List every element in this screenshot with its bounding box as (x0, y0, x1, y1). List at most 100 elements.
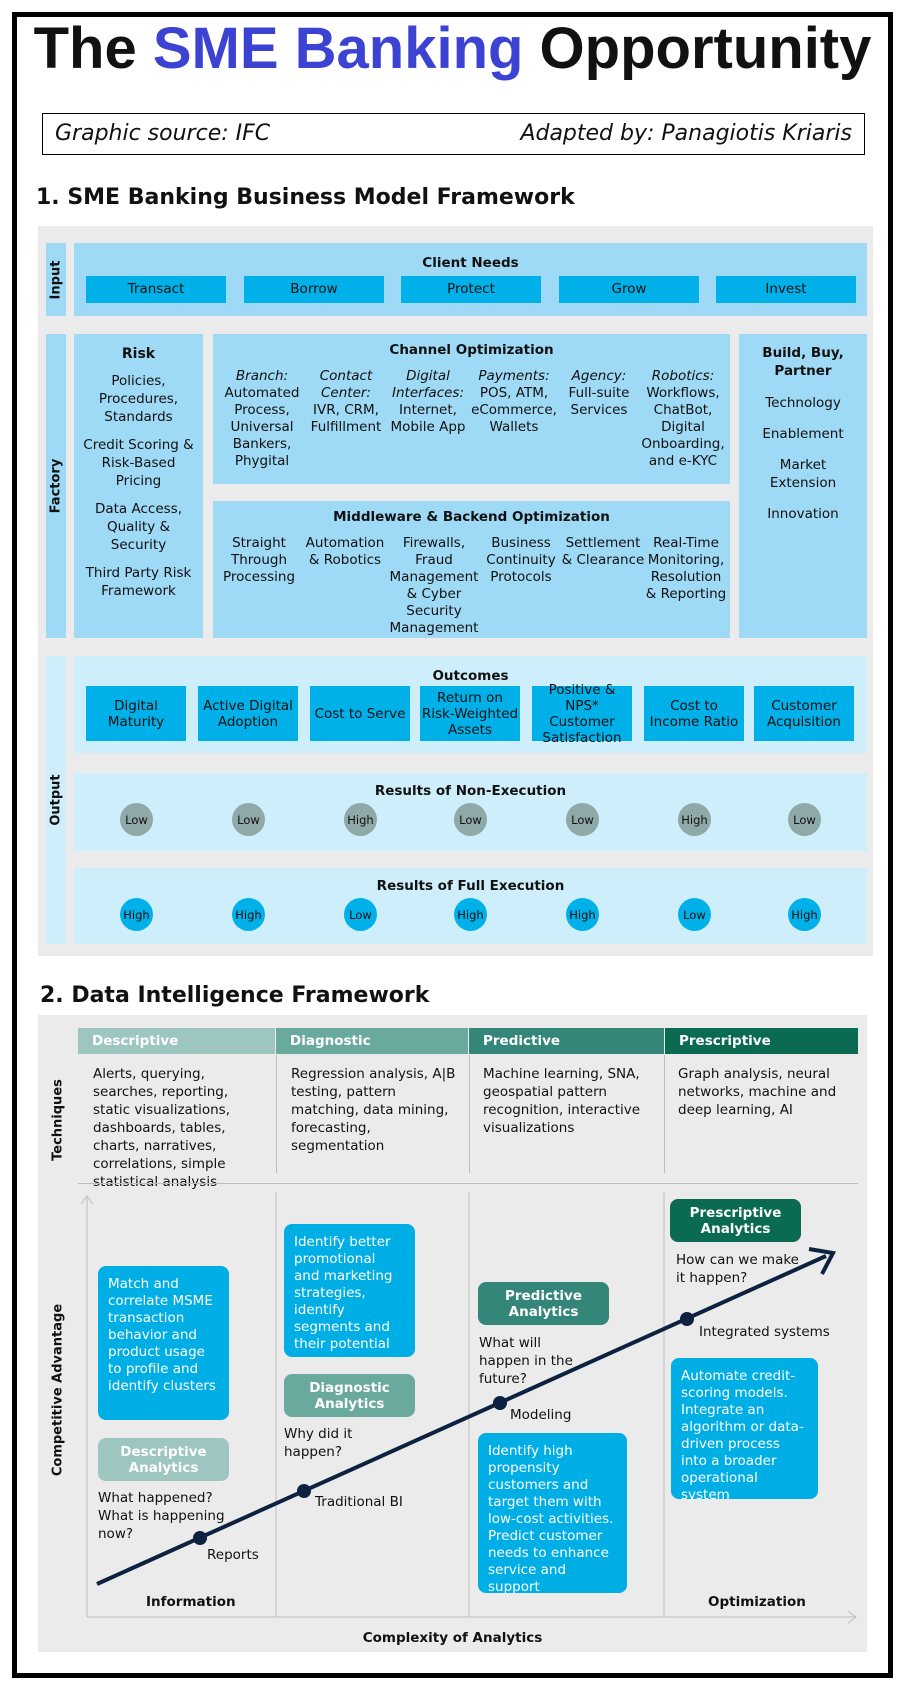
need-grow: Grow (559, 276, 699, 303)
channel-payments: Payments:POS, ATM, eCommerce, Wallets (471, 368, 557, 435)
factory-label: Factory (46, 334, 66, 638)
outcomes-box: Outcomes Digital Maturity Active Digital… (74, 656, 867, 753)
growth-line (96, 1254, 827, 1586)
full-execution-result-0: High (120, 898, 153, 931)
non-execution-result-1: Low (232, 803, 265, 836)
middleware-title: Middleware & Backend Optimization (333, 509, 610, 525)
middleware-stp: Straight Through Processing (222, 535, 296, 585)
question-descriptive: What happened? What is happening now? (98, 1490, 225, 1542)
y-axis-arrow (80, 1195, 94, 1205)
full-execution-box: Results of Full Execution High High Low Hig… (74, 868, 867, 944)
full-execution-result-3: High (454, 898, 487, 931)
milestone-traditional-bi-dot (297, 1484, 311, 1498)
question-diagnostic: Why did it happen? (284, 1426, 353, 1460)
non-execution-result-0: Low (120, 803, 153, 836)
channel-robotics: Robotics:Workflows, ChatBot, Digital Onb… (641, 368, 725, 469)
outcomes-title: Outcomes (432, 668, 509, 684)
non-execution-result-2: High (344, 803, 377, 836)
full-execution-result-4: High (566, 898, 599, 931)
risk-title: Risk (121, 346, 156, 362)
outcome-customer-acquisition: Customer Acquisition (754, 686, 854, 741)
channel-optimization-box: Channel Optimization Branch:Automated Pr… (213, 334, 730, 484)
question-prescriptive: How can we make it happen? (676, 1252, 799, 1286)
channel-title: Channel Optimization (389, 342, 554, 358)
outcome-active-digital-adoption: Active Digital Adoption (198, 686, 298, 741)
channel-branch: Branch:Automated Process, Universal Bank… (224, 368, 300, 469)
stage-diagnostic-header: Diagnostic (276, 1028, 468, 1054)
stage-descriptive-header: Descriptive (78, 1028, 275, 1054)
build-market-extension: Market Extension (769, 457, 837, 491)
risk-item-policies: Policies, Procedures, Standards (98, 373, 179, 425)
output-label: Output (46, 656, 66, 944)
outcome-digital-maturity: Digital Maturity (86, 686, 186, 741)
build-title: Build, Buy, Partner (762, 345, 844, 379)
middleware-settlement: Settlement & Clearance (561, 535, 645, 568)
techniques-predictive: Machine learning, SNA, geospatial patter… (483, 1066, 641, 1136)
techniques-diagnostic: Regression analysis, A|B testing, patter… (291, 1066, 456, 1154)
need-borrow: Borrow (244, 276, 384, 303)
outcome-cost-income: Cost to Income Ratio (644, 686, 744, 741)
card-descriptive: Match and correlate MSME transaction beh… (98, 1266, 229, 1420)
stage-predictive-header: Predictive (469, 1028, 664, 1054)
outcome-rorwa: Return on Risk-Weighted Assets (420, 686, 520, 741)
middleware-monitoring: Real-Time Monitoring, Resolution & Repor… (645, 535, 727, 602)
full-execution-result-2: Low (344, 898, 377, 931)
tag-descriptive-analytics: Descriptive Analytics (98, 1438, 229, 1481)
x-left-label: Information (146, 1594, 236, 1610)
non-execution-result-6: Low (788, 803, 821, 836)
channel-contact-center: Contact Center:IVR, CRM, Fulfillment (310, 368, 382, 435)
non-execution-result-5: High (678, 803, 711, 836)
milestone-traditional-bi: Traditional BI (315, 1494, 403, 1510)
full-execution-result-5: Low (678, 898, 711, 931)
source-box: Graphic source: IFC Adapted by: Panagiot… (42, 113, 865, 155)
graphic-source: Graphic source: IFC (55, 121, 271, 146)
milestone-modeling-dot (493, 1396, 507, 1410)
section2-title: 2. Data Intelligence Framework (40, 983, 430, 1008)
build-technology: Technology (765, 395, 841, 411)
card-predictive: Identify high propensity customers and t… (478, 1433, 627, 1595)
tag-diagnostic-analytics: Diagnostic Analytics (284, 1374, 415, 1417)
techniques-prescriptive: Graph analysis, neural networks, machine… (678, 1066, 837, 1118)
x-right-label: Optimization (708, 1594, 806, 1610)
milestone-integrated-dot (680, 1312, 694, 1326)
build-innovation: Innovation (767, 506, 839, 522)
risk-item-credit-scoring: Credit Scoring & Risk-Based Pricing (83, 437, 194, 489)
channel-digital-interfaces: Digital Interfaces:Internet, Mobile App (390, 368, 466, 435)
middleware-firewalls: Firewalls, Fraud Management & Cyber Secu… (389, 535, 479, 636)
build-buy-partner-box: Build, Buy, Partner Technology Enablemen… (739, 334, 867, 638)
tech-divider-3 (664, 1055, 665, 1173)
risk-box: Risk Policies, Procedures, Standards Cre… (74, 334, 203, 638)
channel-agency: Agency:Full-suite Services (568, 368, 630, 418)
non-execution-result-3: Low (454, 803, 487, 836)
card-diagnostic: Identify better promotional and marketin… (284, 1224, 415, 1357)
page-title: The SME Banking Opportunity (33, 16, 872, 81)
risk-item-data-access: Data Access, Quality & Security (94, 501, 183, 553)
tag-predictive-analytics: Predictive Analytics (478, 1282, 609, 1325)
x-axis-title: Complexity of Analytics (362, 1630, 543, 1646)
milestone-reports: Reports (207, 1547, 259, 1563)
stage-prescriptive-header: Prescriptive (665, 1028, 858, 1054)
card-prescriptive: Automate credit-scoring models. Integrat… (671, 1358, 818, 1503)
need-transact: Transact (86, 276, 226, 303)
section1-title: 1. SME Banking Business Model Framework (36, 185, 575, 210)
middleware-box: Middleware & Backend Optimization Straig… (213, 501, 730, 638)
non-execution-result-4: Low (566, 803, 599, 836)
need-protect: Protect (401, 276, 541, 303)
full-execution-result-6: High (788, 898, 821, 931)
techniques-bottom-rule (78, 1183, 858, 1184)
input-label: Input (46, 243, 66, 316)
growth-arrowhead (808, 1247, 837, 1275)
x-axis-arrow (847, 1610, 857, 1624)
full-execution-title: Results of Full Execution (376, 878, 565, 894)
middleware-automation: Automation & Robotics (305, 535, 385, 568)
need-invest: Invest (716, 276, 856, 303)
techniques-descriptive: Alerts, querying, searches, reporting, s… (93, 1066, 231, 1190)
tag-prescriptive-analytics: Prescriptive Analytics (670, 1199, 801, 1242)
milestone-integrated-systems: Integrated systems (699, 1324, 830, 1340)
outcome-cost-to-serve: Cost to Serve (310, 686, 410, 741)
question-predictive: What will happen in the future? (479, 1335, 573, 1387)
full-execution-result-1: High (232, 898, 265, 931)
middleware-continuity: Business Continuity Protocols (486, 535, 556, 585)
